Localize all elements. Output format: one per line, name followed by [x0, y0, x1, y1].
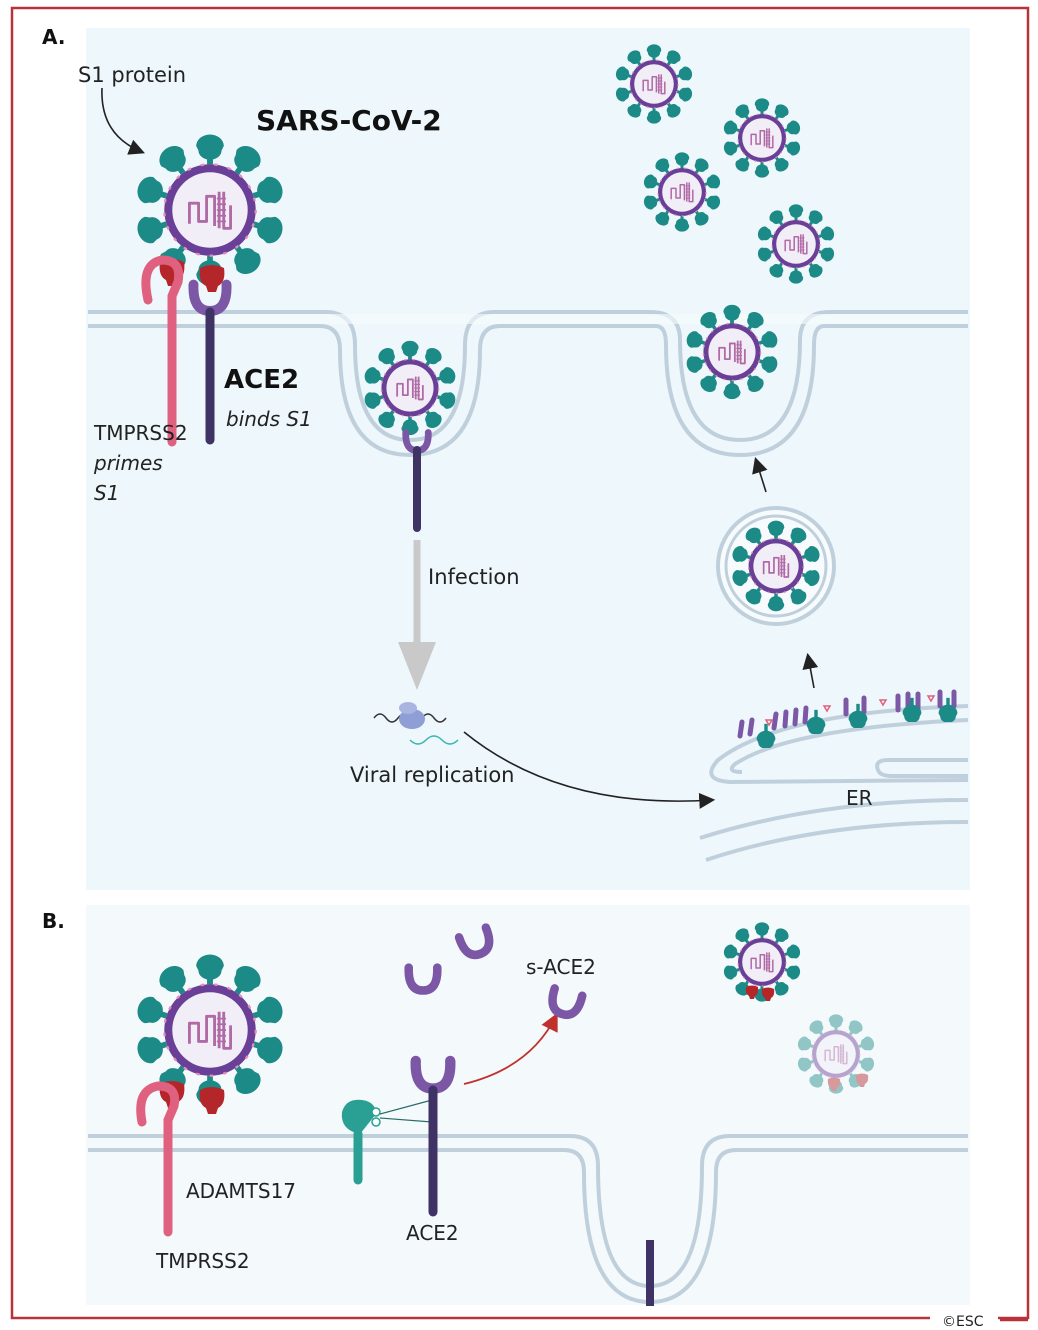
er-to-vesicle-arrow: [802, 652, 819, 689]
endoplasmic-reticulum: [699, 704, 969, 862]
s1-pointer-arrow: [101, 87, 145, 155]
viral-replication-label: Viral replication: [350, 763, 514, 787]
ace2-label: ACE2: [224, 365, 299, 395]
virus-title: SARS-CoV-2: [256, 104, 442, 137]
infection-label: Infection: [428, 565, 520, 589]
tmprss2-protein: [141, 255, 184, 447]
binds-s1-label: binds S1: [226, 407, 312, 431]
s-ace2-label: s-ACE2: [526, 955, 596, 979]
er-label: ER: [846, 786, 873, 810]
tmprss2-label: TMPRSS2: [155, 1249, 250, 1273]
tmprss2-protein: [136, 1081, 180, 1237]
primes-label: primes: [93, 451, 163, 475]
ribosome-icon: [373, 702, 459, 745]
copyright-credit: ©ESC: [942, 1314, 984, 1330]
s1-protein-label: S1 protein: [78, 63, 186, 87]
ace2-label: ACE2: [406, 1221, 459, 1245]
er-triangles: [764, 695, 936, 727]
panel-b-background: [86, 905, 970, 1305]
s1-label: S1: [94, 481, 119, 505]
tmprss2-label: TMPRSS2: [93, 421, 188, 445]
infection-arrow-head: [398, 642, 436, 690]
adamts17-label: ADAMTS17: [186, 1179, 296, 1203]
replication-to-er-arrow: [463, 731, 716, 809]
panel-b-letter: B.: [42, 909, 65, 933]
panel-a-letter: A.: [42, 25, 65, 49]
panel-a-membrane: [88, 310, 968, 458]
shedding-arrow: [463, 1012, 558, 1085]
adamts17-protein: [341, 1099, 433, 1185]
vesicle-to-membrane-arrow: [752, 456, 768, 493]
panel-a-background: [86, 28, 970, 890]
